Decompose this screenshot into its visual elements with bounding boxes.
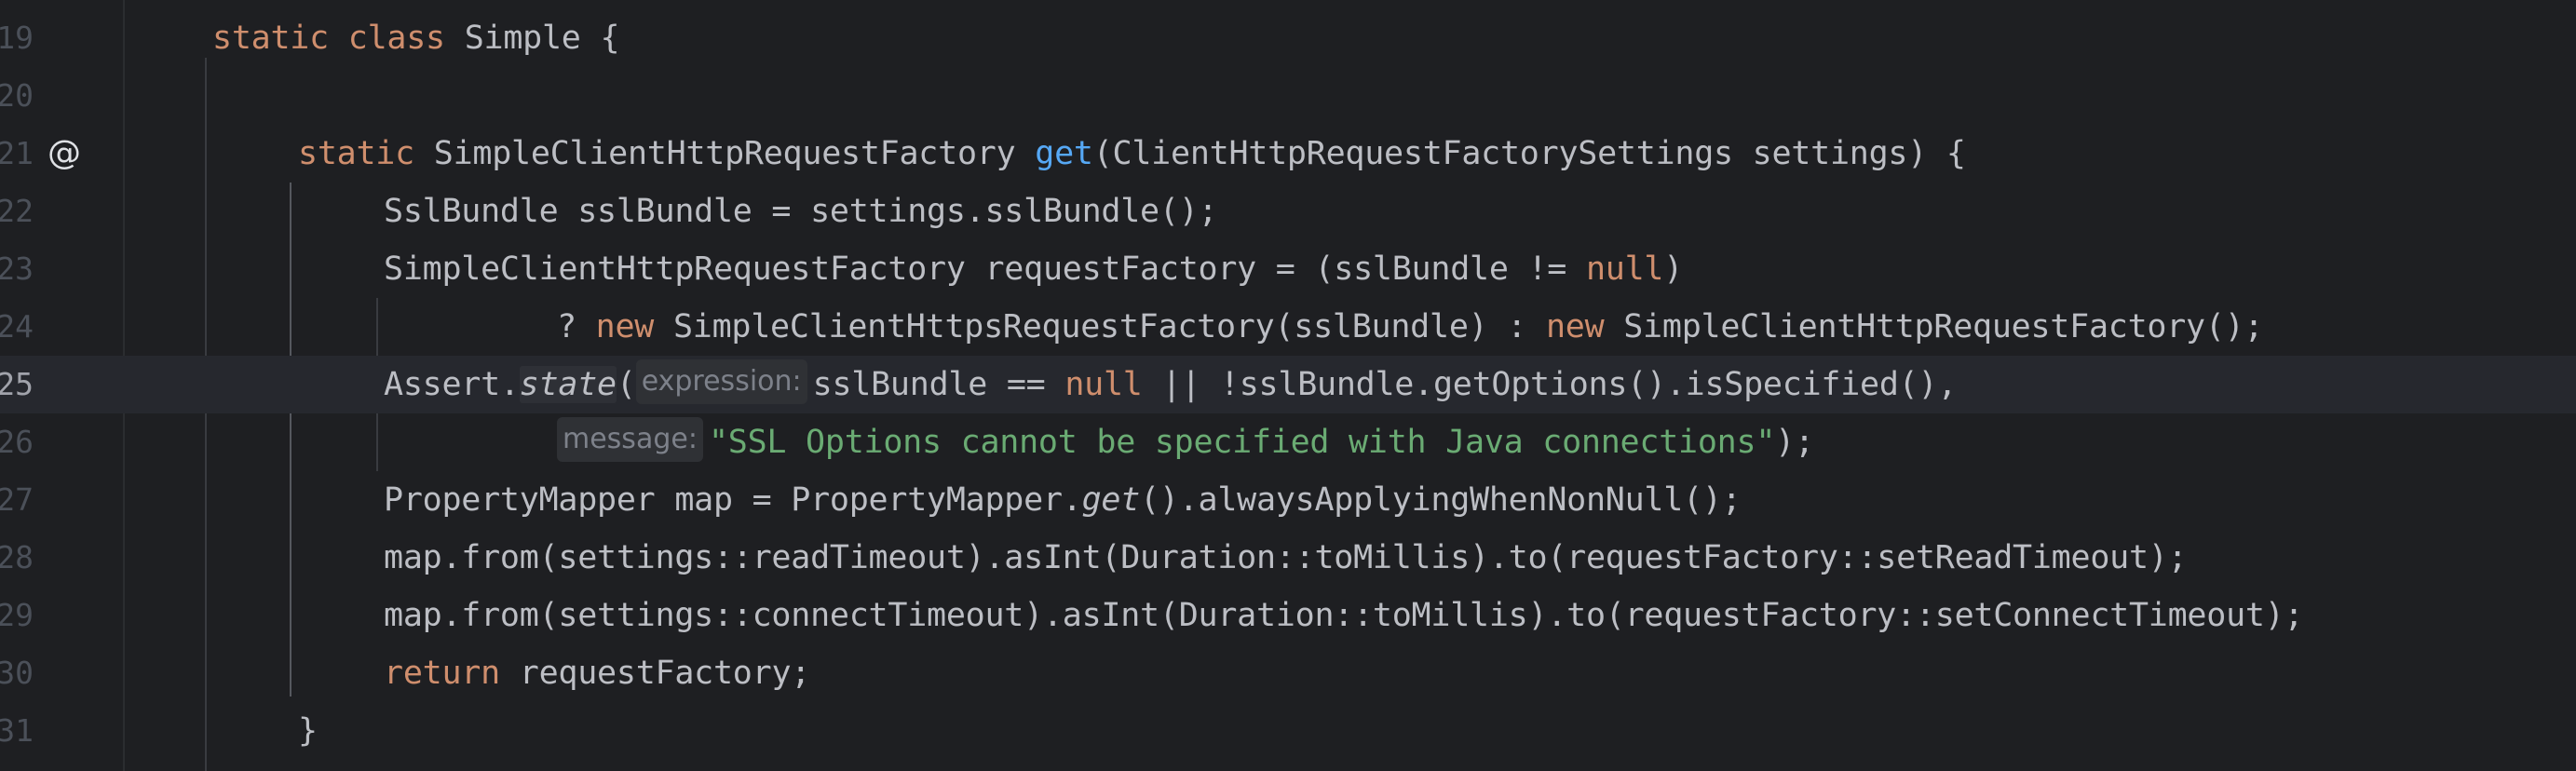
line-number: 21 <box>0 135 34 171</box>
code-token: ) <box>1663 250 1684 288</box>
code-text: static SimpleClientHttpRequestFactory ge… <box>298 125 1966 183</box>
code-line-27[interactable]: 27 PropertyMapper map = PropertyMapper.g… <box>0 471 2576 529</box>
keyword: static <box>298 135 414 172</box>
method-name: get <box>1035 135 1093 172</box>
code-token: ( <box>616 366 636 403</box>
line-number-current: 25 <box>0 366 34 402</box>
code-line-28[interactable]: 28 map.from(settings::readTimeout).asInt… <box>0 529 2576 587</box>
code-line-19[interactable]: 19 static class Simple { <box>0 9 2576 67</box>
indent-guide <box>376 413 378 471</box>
line-number: 22 <box>0 193 34 229</box>
line-number: 24 <box>0 308 34 345</box>
keyword: null <box>1064 366 1143 403</box>
code-text: static class Simple { <box>212 9 620 67</box>
code-line-24[interactable]: 24 ? new SimpleClientHttpsRequestFactory… <box>0 298 2576 356</box>
parameter-hint-expression: expression: <box>635 359 807 404</box>
code-token: SimpleClientHttpRequestFactory(); <box>1604 308 2264 345</box>
code-token: ? <box>557 308 596 345</box>
method-call-highlighted[interactable]: state <box>519 366 617 403</box>
code-token: SimpleClientHttpsRequestFactory(sslBundl… <box>654 308 1546 345</box>
keyword: new <box>595 308 655 345</box>
code-text: map.from(settings::connectTimeout).asInt… <box>384 597 2304 634</box>
code-token: Assert. <box>384 366 520 403</box>
code-line-25-current[interactable]: 25 Assert.state(expression:sslBundle == … <box>0 356 2576 413</box>
code-line-31[interactable]: 31 } <box>0 702 2576 760</box>
code-text: } <box>298 712 318 750</box>
code-token: requestFactory; <box>499 655 811 692</box>
line-number: 31 <box>0 712 34 749</box>
parameter-hint-message: message: <box>557 417 703 462</box>
code-token: ); <box>1775 424 1814 461</box>
code-text: SslBundle sslBundle = settings.sslBundle… <box>384 193 1218 230</box>
code-token: SimpleClientHttpRequestFactory requestFa… <box>384 250 1586 288</box>
code-token: || !sslBundle.getOptions().isSpecified()… <box>1142 366 1958 403</box>
line-number: 19 <box>0 20 34 56</box>
code-token: SimpleClientHttpRequestFactory <box>433 135 1016 172</box>
code-line-29[interactable]: 29 map.from(settings::connectTimeout).as… <box>0 587 2576 644</box>
code-line-23[interactable]: 23 SimpleClientHttpRequestFactory reques… <box>0 240 2576 298</box>
static-method-call: get <box>1081 481 1141 519</box>
keyword: null <box>1585 250 1664 288</box>
code-text: return requestFactory; <box>384 644 810 702</box>
line-number: 27 <box>0 481 34 518</box>
code-token: Simple { <box>464 20 620 57</box>
code-line-20[interactable]: 20 <box>0 67 2576 125</box>
override-annotation-icon[interactable]: @ <box>47 134 81 172</box>
code-text: ? new SimpleClientHttpsRequestFactory(ss… <box>557 298 2264 356</box>
code-line-30[interactable]: 30 return requestFactory; <box>0 644 2576 702</box>
indent-guide <box>205 58 207 771</box>
line-number: 30 <box>0 655 34 691</box>
code-token: PropertyMapper map = PropertyMapper. <box>384 481 1082 519</box>
code-line-22[interactable]: 22 SslBundle sslBundle = settings.sslBun… <box>0 183 2576 240</box>
line-number: 20 <box>0 77 34 114</box>
line-number: 28 <box>0 539 34 575</box>
code-token: ().alwaysApplyingWhenNonNull(); <box>1140 481 1742 519</box>
keyword: return <box>384 655 500 692</box>
code-token: sslBundle == <box>812 366 1065 403</box>
code-token: (ClientHttpRequestFactorySettings settin… <box>1092 135 1966 172</box>
code-line-26[interactable]: 26 message:"SSL Options cannot be specif… <box>0 413 2576 471</box>
keyword: static <box>212 20 329 57</box>
line-number: 26 <box>0 424 34 460</box>
line-number: 23 <box>0 250 34 287</box>
indent-guide-active <box>290 183 291 697</box>
line-number: 29 <box>0 597 34 633</box>
code-text: map.from(settings::readTimeout).asInt(Du… <box>384 539 2188 576</box>
code-text: Assert.state(expression:sslBundle == nul… <box>384 356 1957 413</box>
keyword: class <box>347 20 445 57</box>
keyword: new <box>1545 308 1605 345</box>
indent-guide <box>376 298 378 356</box>
code-text: message:"SSL Options cannot be specified… <box>557 413 1814 471</box>
code-text: SimpleClientHttpRequestFactory requestFa… <box>384 240 1683 298</box>
code-text: PropertyMapper map = PropertyMapper.get(… <box>384 471 1742 529</box>
string-literal: "SSL Options cannot be specified with Ja… <box>708 424 1776 461</box>
code-line-21[interactable]: 21 @ static SimpleClientHttpRequestFacto… <box>0 125 2576 183</box>
